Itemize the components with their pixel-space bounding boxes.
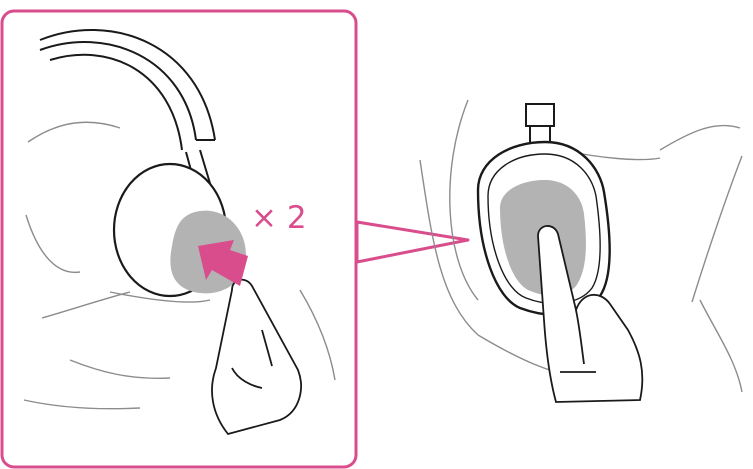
right-panel xyxy=(420,100,742,402)
double-tap-count-label: × 2 xyxy=(251,200,307,236)
left-panel xyxy=(2,11,356,467)
